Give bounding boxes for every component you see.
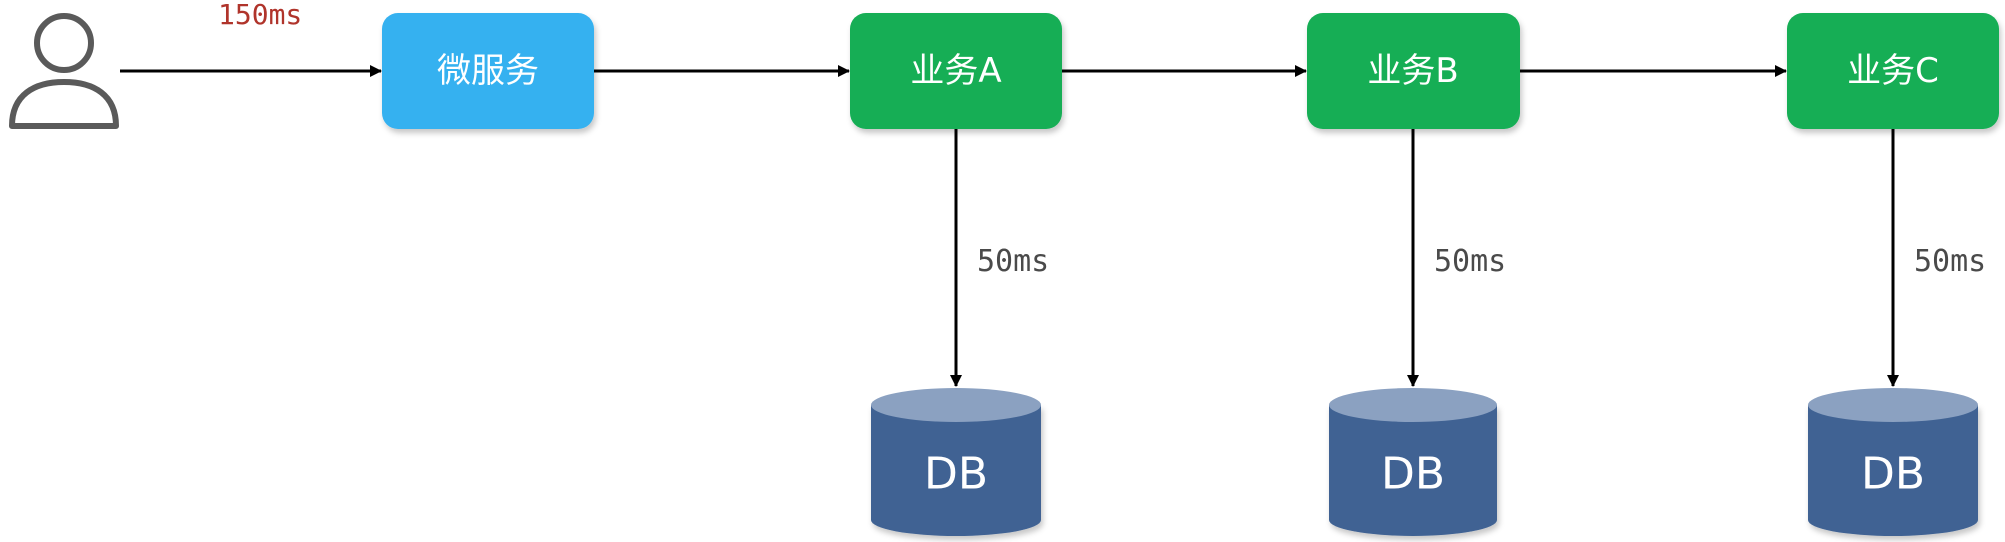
total-latency-label: 150ms [218,0,302,31]
database-top [1808,388,1978,422]
database-c[interactable]: DB [1808,388,1978,536]
service-node-c[interactable]: 业务C [1787,13,1999,129]
db-latency-label-c: 50ms [1914,244,1986,279]
database-a[interactable]: DB [871,388,1041,536]
service-label-c: 业务C [1847,51,1939,91]
microservice-box [382,13,594,129]
db-latency-label-a: 50ms [977,244,1049,279]
database-top [871,388,1041,422]
database-label-a: DB [924,449,988,500]
database-b[interactable]: DB [1329,388,1497,536]
microservice-label: 微服务 [437,51,539,91]
service-box-a [850,13,1062,129]
microservice-node[interactable]: 微服务 [382,13,594,129]
db-latency-label-b: 50ms [1434,244,1506,279]
database-icon [1808,405,1978,536]
database-top [1329,388,1497,422]
service-node-b[interactable]: 业务B [1307,13,1520,129]
service-label-a: 业务A [910,51,1001,91]
database-label-c: DB [1861,449,1925,500]
database-icon [1329,405,1497,536]
service-box-c [1787,13,1999,129]
service-box-b [1307,13,1520,129]
user-icon [9,13,119,129]
database-icon [871,405,1041,536]
service-node-a[interactable]: 业务A [850,13,1062,129]
service-label-b: 业务B [1367,51,1458,91]
database-label-b: DB [1381,449,1445,500]
